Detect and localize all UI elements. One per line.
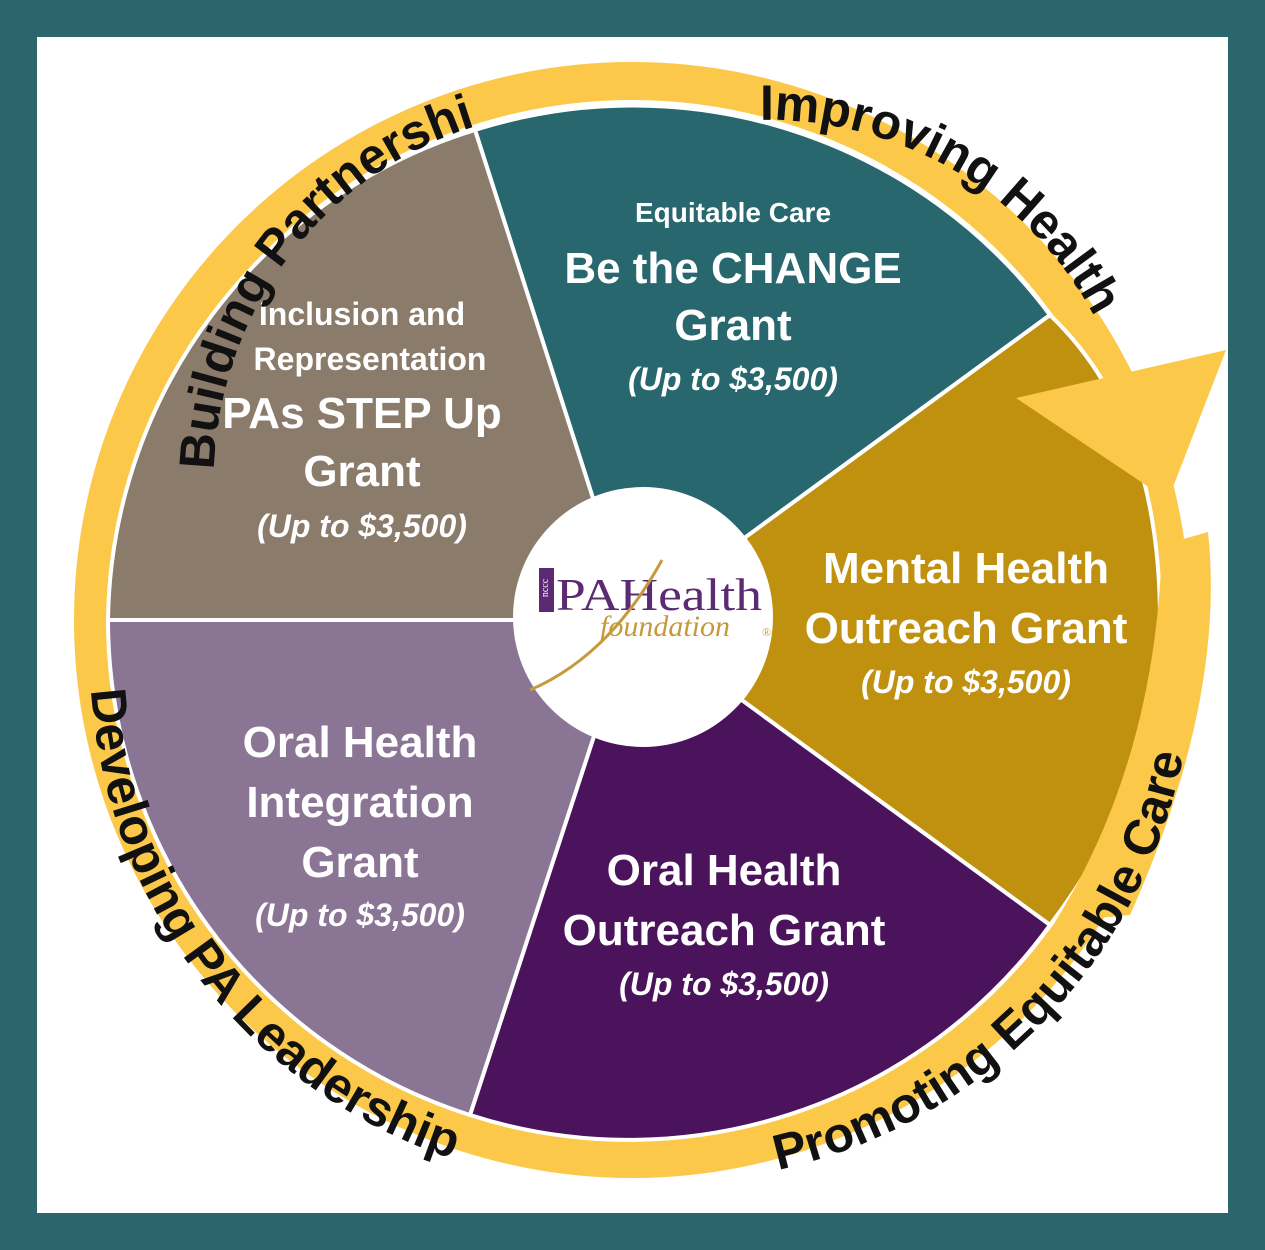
- oral-integration-amount: (Up to $3,500): [255, 897, 465, 933]
- inclusion-title-line1: PAs STEP Up: [222, 389, 502, 438]
- logo-name: PAHealth: [556, 569, 762, 620]
- mental-title-line1: Mental Health: [823, 544, 1109, 593]
- oral-outreach-line1: Oral Health: [607, 846, 842, 895]
- mental-amount: (Up to $3,500): [861, 664, 1071, 700]
- inclusion-amount: (Up to $3,500): [257, 508, 467, 544]
- oral-integration-line3: Grant: [301, 838, 419, 887]
- segment-inclusion: [105, 127, 635, 622]
- logo-registered: ®: [762, 625, 771, 639]
- oral-outreach-amount: (Up to $3,500): [619, 966, 829, 1002]
- oral-integration-line1: Oral Health: [243, 718, 478, 767]
- oral-outreach-line2: Outreach Grant: [563, 906, 886, 955]
- logo-swoosh: [529, 559, 664, 692]
- inclusion-category-line2: Representation: [254, 341, 487, 377]
- mental-title-line2: Outreach Grant: [805, 604, 1128, 653]
- equitable-title-line2: Grant: [674, 301, 792, 350]
- logo-circle: [513, 487, 773, 747]
- equitable-category: Equitable Care: [635, 197, 831, 228]
- inclusion-category-line1: Inclusion and: [259, 296, 465, 332]
- inclusion-title-line2: Grant: [303, 447, 421, 496]
- arrow-band: [1055, 532, 1211, 922]
- equitable-title-line1: Be the CHANGE: [564, 244, 901, 293]
- logo-mark: nccc: [540, 578, 551, 597]
- segment-oral-integration: [105, 618, 635, 1118]
- logo-tagline: foundation: [600, 610, 730, 643]
- oral-integration-line2: Integration: [246, 778, 473, 827]
- arrow-head: [1016, 350, 1226, 500]
- equitable-amount: (Up to $3,500): [628, 361, 838, 397]
- segment-oral-outreach: [467, 616, 1053, 1142]
- logo: nccc PAHealth foundation ®: [529, 559, 771, 692]
